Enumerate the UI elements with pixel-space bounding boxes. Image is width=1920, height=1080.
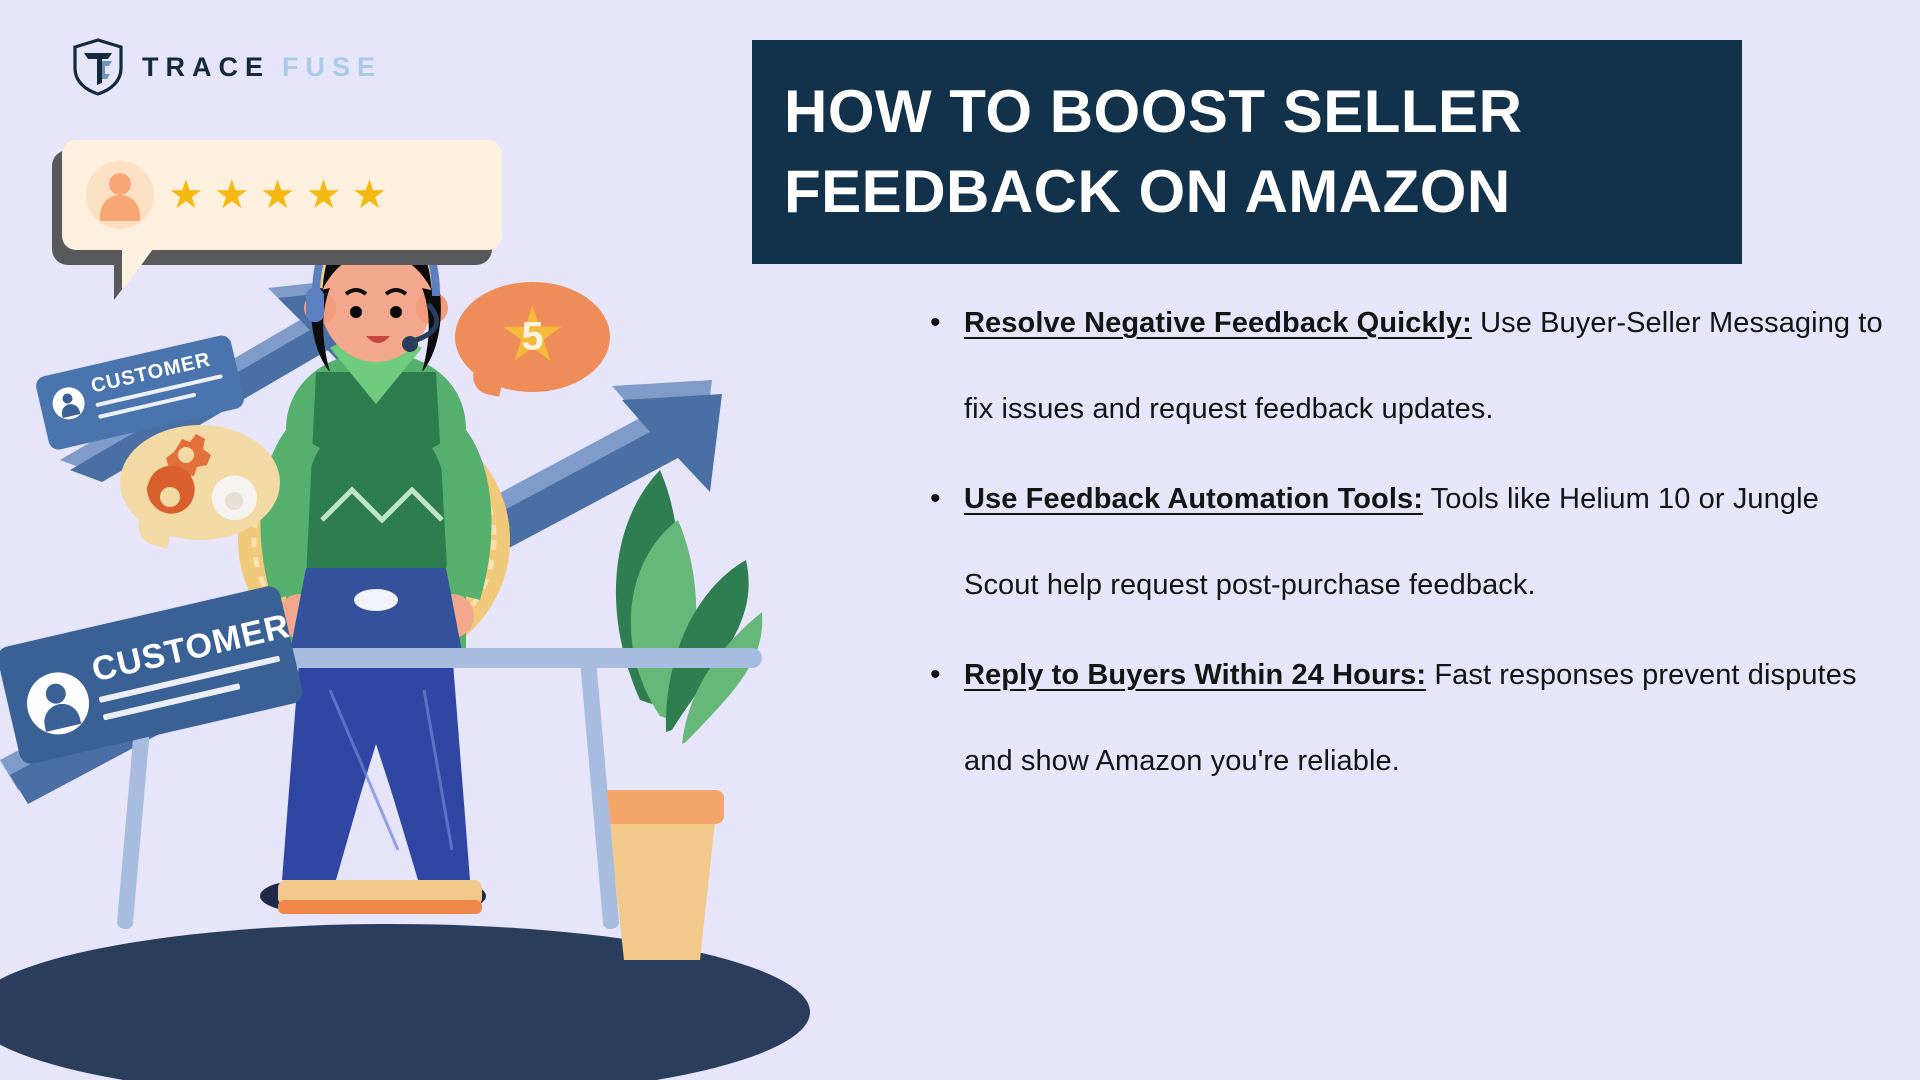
- review-rating-bubble: ★ ★ ★ ★ ★: [52, 140, 502, 300]
- star-icon: ★: [213, 173, 250, 217]
- laptop: [288, 568, 464, 662]
- gears-bubble: [120, 425, 280, 549]
- brand-name-primary: TRACE: [142, 51, 270, 82]
- brand-logo[interactable]: TRACE FUSE: [72, 38, 382, 96]
- list-item-text: Use Feedback Automation Tools: Tools lik…: [964, 456, 1900, 628]
- star-icon: ★: [305, 173, 342, 217]
- user-avatar-icon: [20, 666, 96, 741]
- list-item: • Reply to Buyers Within 24 Hours: Fast …: [930, 632, 1900, 804]
- list-item-text: Reply to Buyers Within 24 Hours: Fast re…: [964, 632, 1900, 804]
- bullet-marker: •: [930, 658, 941, 691]
- star-icon: ★: [259, 173, 296, 217]
- bubble-tail: [122, 245, 156, 291]
- ground-shadow-ellipse: [0, 924, 810, 1080]
- placeholder-line: [97, 392, 197, 419]
- title-banner: HOW TO BOOST SELLER FEEDBACK ON AMAZON: [752, 40, 1742, 264]
- bubble-card: ★ ★ ★ ★ ★: [62, 140, 502, 250]
- gears-settings-icon: [146, 434, 257, 521]
- placeholder-line: [102, 683, 241, 721]
- list-item-lead: Use Feedback Automation Tools:: [964, 483, 1423, 515]
- brand-wordmark: TRACE FUSE: [142, 52, 382, 83]
- brand-name-secondary: FUSE: [282, 51, 383, 82]
- star-icon: ★: [168, 173, 204, 217]
- page-title-line-2: FEEDBACK ON AMAZON: [784, 158, 1511, 225]
- illustration-panel: ★ ★ ★ ★ ★ ★ 5: [0, 0, 940, 1080]
- bullet-marker: •: [930, 306, 941, 339]
- star-icon: ★: [351, 173, 388, 217]
- list-item-lead: Resolve Negative Feedback Quickly:: [964, 307, 1472, 339]
- potted-plant: [600, 470, 763, 960]
- user-avatar-icon: [86, 161, 154, 229]
- list-item-body: Use Buyer-Seller Messaging to fix issues…: [964, 307, 1883, 425]
- list-item-body: Fast responses prevent disputes and show…: [964, 659, 1857, 777]
- star-rating: ★ ★ ★ ★ ★: [168, 175, 387, 215]
- list-item: • Resolve Negative Feedback Quickly: Use…: [930, 280, 1900, 452]
- user-avatar-icon: [49, 384, 88, 423]
- list-item-lead: Reply to Buyers Within 24 Hours:: [964, 659, 1427, 691]
- tips-list: • Resolve Negative Feedback Quickly: Use…: [930, 280, 1900, 808]
- list-item-body: Tools like Helium 10 or Jungle Scout hel…: [964, 483, 1819, 601]
- list-item: • Use Feedback Automation Tools: Tools l…: [930, 456, 1900, 628]
- bubble-blob: [455, 282, 610, 392]
- rating-value: 5: [521, 314, 544, 359]
- shield-tf-monogram-icon: [73, 38, 123, 96]
- page-title-line-1: HOW TO BOOST SELLER: [784, 77, 1523, 145]
- rating-five-bubble: ★ 5: [455, 282, 610, 397]
- star-icon: ★: [498, 292, 567, 378]
- bullet-marker: •: [930, 482, 941, 515]
- list-item-text: Resolve Negative Feedback Quickly: Use B…: [964, 280, 1900, 452]
